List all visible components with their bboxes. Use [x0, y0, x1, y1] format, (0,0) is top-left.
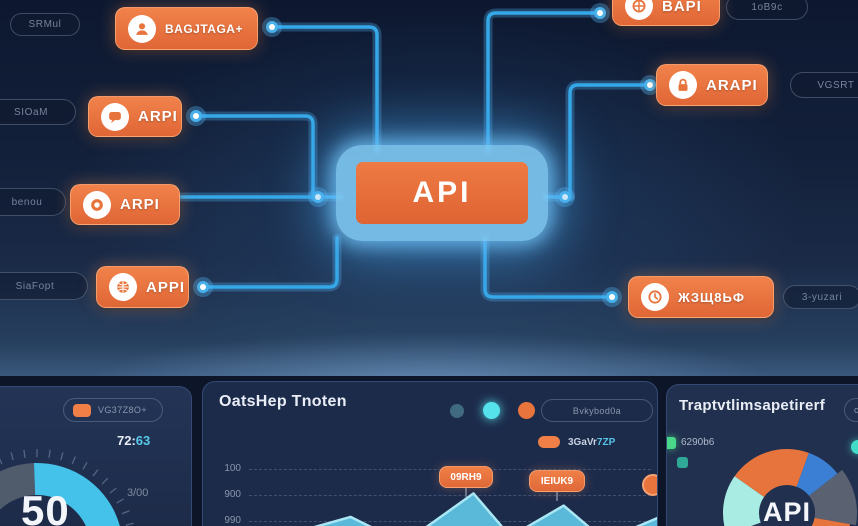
legend-dot-teal [450, 404, 464, 418]
y-tick: 100 [224, 463, 241, 474]
horizon-glow [0, 328, 858, 382]
chart-legend-row2: 3GaVr7ZP [538, 436, 615, 448]
tag-pill: SiaFopt [0, 272, 88, 300]
orange-swatch [538, 436, 560, 448]
panel-title: OatsHep Tnoten [219, 393, 347, 410]
connector-wires [0, 3, 660, 307]
api-diagram: SRMul SIOaM benou SiaFopt 1oB9c VGSRT 3-… [0, 0, 858, 382]
legend2-label: 3GaVr7ZP [568, 437, 615, 448]
green-status-square [667, 437, 676, 449]
donut-stat: 6290b6 [681, 437, 715, 448]
legend2-accent: 7ZP [596, 436, 616, 448]
corner-tag-label: cu [854, 405, 858, 415]
clock-icon [641, 283, 669, 311]
donut-panel: Traptvtlimsapetirerf cu 6290b6 API [666, 384, 858, 526]
api-node[interactable]: ARPI [70, 184, 180, 225]
api-node[interactable]: BAPI [612, 0, 720, 26]
gauge-value: 50 [21, 487, 70, 526]
central-api-label: API [356, 162, 528, 224]
panel-title: Traptvtlimsapetirerf [679, 397, 826, 414]
chart-annotation-badge[interactable]: IEIUK9 [529, 470, 585, 492]
y-tick: 990 [224, 515, 241, 526]
gauge-fraction: 3/00 [127, 487, 149, 499]
globe-icon [109, 273, 137, 301]
api-node-label: ЖЗЩ8ЬФ [678, 289, 745, 305]
user-icon [128, 14, 156, 43]
chart-legend-label: Bvkybod0a [572, 405, 622, 416]
area-chart-panel: OatsHep Tnoten Bvkybod0a 3GaVr7ZP 100 90… [202, 381, 658, 526]
tag-pill: VGSRT [790, 72, 858, 98]
gauge-chart [0, 449, 134, 526]
area-chart [313, 492, 657, 526]
orange-swatch [73, 403, 91, 417]
coin-icon [83, 190, 111, 219]
gauge-legend-label: VG37Z8O+ [98, 405, 147, 415]
gauge-panel: VG37Z8O+ 72:63 3/00 50 [0, 386, 192, 526]
lock-icon [669, 71, 697, 99]
api-node-label: BAGJTAGA+ [165, 21, 243, 36]
badge-pointer [556, 491, 558, 501]
legend2-main: 3GaVr [568, 436, 597, 448]
data-point-orange [642, 474, 657, 496]
api-node[interactable]: BAGJTAGA+ [115, 7, 258, 50]
api-node[interactable]: APPI [96, 266, 189, 308]
api-node-label: ARPI [120, 196, 160, 213]
central-api-node[interactable]: API [336, 145, 548, 241]
legend-dot-orange [518, 402, 535, 419]
chat-icon [101, 102, 129, 131]
api-node-label: ARPI [138, 108, 178, 125]
api-node[interactable]: ARPI [88, 96, 182, 137]
chart-legend-pill: Bvkybod0a [541, 399, 653, 422]
api-node[interactable]: ЖЗЩ8ЬФ [628, 276, 774, 318]
gauge-stat-main: 72: [117, 433, 136, 448]
compass-icon [625, 0, 653, 20]
donut-center-label: API [762, 497, 811, 526]
gauge-legend-pill: VG37Z8O+ [63, 398, 163, 422]
tag-pill: benou [0, 188, 66, 216]
tag-pill: SIOaM [0, 99, 76, 125]
y-tick: 900 [224, 489, 241, 500]
tag-pill: 3-yuzari [783, 285, 858, 309]
api-node-label: ARAPI [706, 76, 758, 94]
api-node-label: APPI [146, 278, 186, 296]
api-node[interactable]: ARAPI [656, 64, 768, 106]
donut-chart [723, 449, 857, 526]
teal-dot [851, 440, 858, 454]
legend-dot-cyan [483, 402, 500, 419]
chart-annotation-badge[interactable]: 09RH9 [439, 466, 493, 488]
teal-status-square [677, 457, 688, 468]
gauge-stat-accent: 63 [135, 433, 151, 448]
api-node-label: BAPI [662, 0, 702, 15]
tag-pill: SRMul [10, 13, 80, 36]
grid-line [249, 495, 651, 496]
tag-pill: 1oB9c [726, 0, 808, 20]
badge-pointer [465, 487, 467, 497]
gauge-stat: 72:63 [117, 433, 150, 448]
